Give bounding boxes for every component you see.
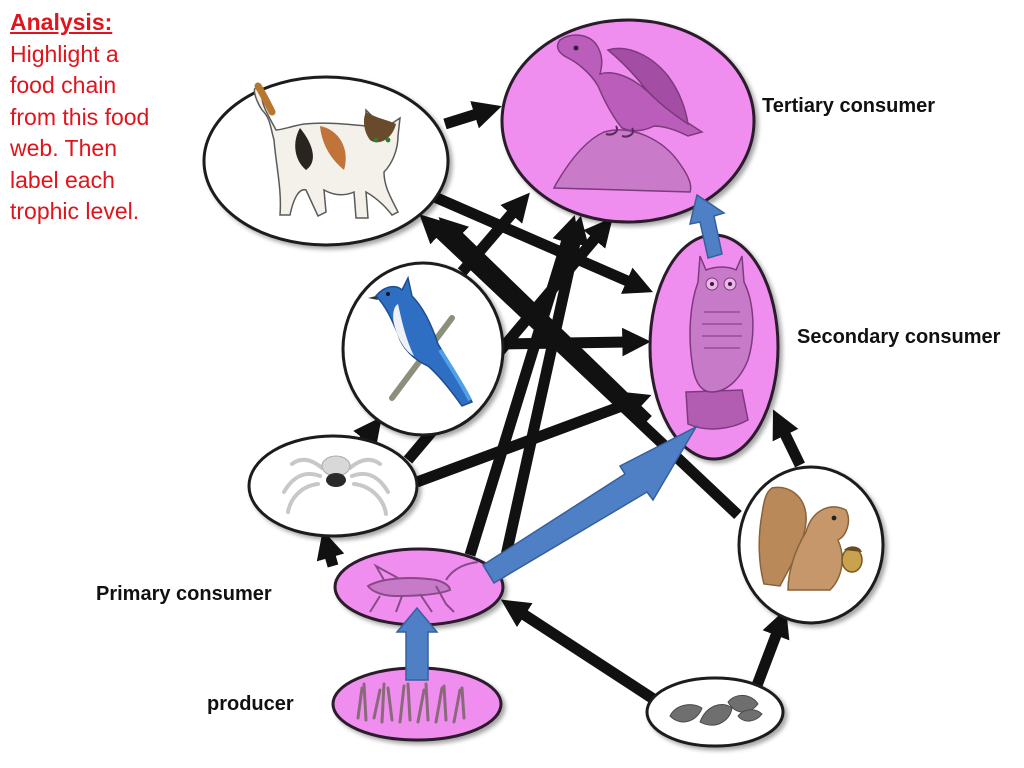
node-blue-jay [341, 261, 505, 437]
chain-arrow-grass-to-grasshopper [395, 606, 439, 681]
instruction-line: food chain [10, 72, 117, 98]
chain-arrow-owl-to-hawk [688, 193, 726, 259]
owl-icon [685, 255, 754, 430]
instruction-line: from this food [10, 103, 150, 130]
web-arrows [316, 101, 805, 705]
instruction-line: trophic level. [10, 198, 140, 224]
instruction-line: label each [10, 166, 115, 193]
grasshopper-icon [366, 561, 479, 613]
spider-icon [282, 455, 390, 516]
blue-jay-icon [368, 275, 474, 407]
instruction-line: Highlight a [10, 40, 119, 67]
chain-arrows [395, 193, 726, 681]
node-cat [202, 75, 450, 247]
chain-arrow-grasshopper-to-owl [481, 425, 698, 585]
grass-icon [356, 682, 466, 724]
analysis-instructions: Analysis: Highlight a food chain from th… [10, 7, 200, 228]
arrow-spider-to-owl [415, 391, 652, 488]
label-tertiary-consumer: Tertiary consumer [762, 95, 936, 117]
arrow-squirrel-to-cat [419, 214, 742, 520]
node-hawk [500, 18, 756, 224]
node-seeds [645, 676, 785, 748]
arrow-grasshopper-to-hawk-2 [499, 215, 589, 562]
arrow-cat-to-hawk [443, 101, 502, 130]
label-producer: producer [207, 693, 294, 715]
arrow-cat-to-owl [427, 189, 653, 294]
cat-icon [253, 82, 401, 219]
arrow-grasshopper-to-spider [316, 530, 345, 568]
node-spider [247, 434, 419, 538]
arrow-grasshopper-to-hawk [464, 215, 580, 557]
seeds-icon [669, 695, 763, 726]
node-grasshopper [333, 547, 505, 627]
analysis-heading: Analysis: [10, 9, 113, 35]
arrow-seeds-to-grasshopper [500, 599, 659, 705]
instruction-line: web. Then [10, 135, 117, 161]
arrow-squirrel-to-hawk [438, 217, 652, 424]
hawk-icon [552, 34, 704, 193]
arrow-seeds-to-squirrel [750, 608, 790, 690]
arrow-squirrel-to-owl [772, 409, 805, 468]
node-owl [648, 233, 780, 461]
squirrel-icon [758, 486, 863, 591]
node-squirrel [737, 465, 885, 625]
label-primary-consumer: Primary consumer [96, 583, 272, 605]
label-secondary-consumer: Secondary consumer [797, 326, 1001, 348]
